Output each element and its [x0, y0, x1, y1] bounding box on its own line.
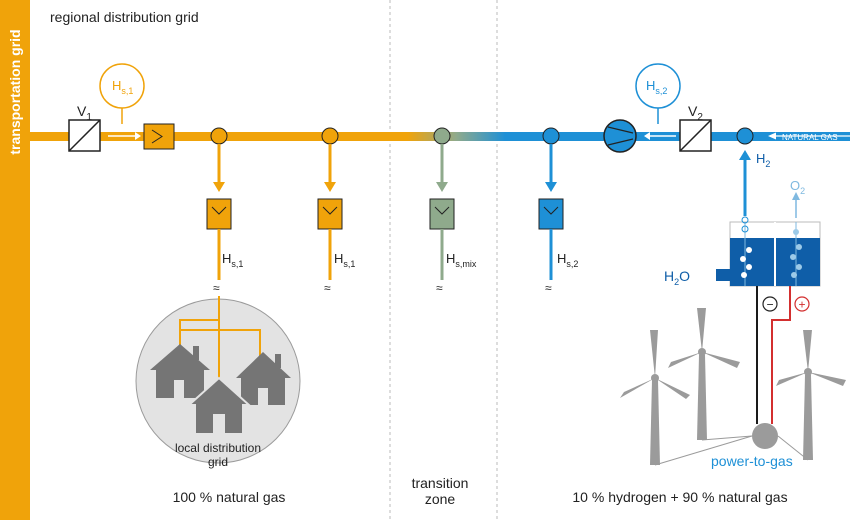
sensor-hs2-label: Hs,2	[646, 78, 667, 96]
local-grid-label-line1: local distribution	[175, 441, 261, 455]
valve-v2-label: V2	[688, 103, 703, 123]
zone-transition-label-line1: transition	[412, 475, 469, 491]
branch-1-wave: ≈	[213, 281, 220, 295]
valve-v1-label: V1	[77, 103, 92, 123]
o2-bubbles	[790, 229, 802, 278]
o2-label: O2	[790, 178, 805, 196]
wind-turbine-middle	[668, 308, 740, 440]
branch-2-label: Hs,1	[334, 251, 355, 269]
terminal-plus	[794, 296, 810, 312]
branch-4-wave: ≈	[545, 281, 552, 295]
branch-1-meter-mark	[211, 206, 227, 215]
branch-3-label: Hs,mix	[446, 251, 477, 269]
terminal-minus	[762, 296, 778, 312]
sensor-hs2-arrowhead	[644, 132, 650, 140]
branch-2-meter-mark	[322, 206, 338, 215]
branch-4-meter-mark	[543, 206, 559, 215]
zone-hydrogen-label: 10 % hydrogen + 90 % natural gas	[572, 489, 787, 505]
zone-transition-label-line2: zone	[425, 491, 456, 507]
diagram-title: regional distribution grid	[50, 9, 199, 25]
natural-gas-inlet-label: NATURAL GAS	[782, 133, 838, 142]
branch-3-wave: ≈	[436, 281, 443, 295]
power-to-gas-label: power-to-gas	[711, 453, 793, 469]
house-windows	[174, 380, 268, 434]
branch-1-arrowhead	[213, 182, 225, 192]
turbine-wiring	[654, 435, 809, 466]
branch-2-wave: ≈	[324, 281, 331, 295]
pipe-node-4	[542, 127, 560, 145]
branch-1-label: Hs,1	[222, 251, 243, 269]
transportation-grid-bar	[0, 0, 30, 520]
sensor-hs1-arrowhead	[135, 132, 141, 140]
pipe-node-1	[210, 127, 228, 145]
natural-gas-inlet-arrowhead	[768, 132, 776, 140]
pipe-node-2	[321, 127, 339, 145]
valve-v2-diagonal	[679, 119, 712, 152]
h2-label: H2	[756, 151, 770, 169]
house-icon	[150, 344, 210, 398]
local-grid-label-line2: grid	[208, 455, 228, 469]
zone-natural-label: 100 % natural gas	[173, 489, 286, 505]
water-inlet	[716, 269, 730, 281]
branch-4-arrowhead	[545, 182, 557, 192]
compressor-blades	[607, 126, 634, 146]
valve-v1-diagonal	[68, 119, 101, 152]
injection-box-arrow	[151, 129, 163, 144]
compressor	[603, 119, 637, 153]
sensor-hs1-label: Hs,1	[112, 78, 133, 96]
pipe-node-3	[433, 127, 451, 145]
wind-turbine-left	[620, 330, 690, 465]
branch-3-meter-mark	[434, 206, 450, 215]
branch-4-label: Hs,2	[557, 251, 578, 269]
power-node	[752, 423, 778, 449]
wind-turbine-right	[776, 330, 846, 460]
h2-bubbles	[740, 216, 752, 278]
house-icon-right	[236, 352, 291, 405]
transportation-grid-label: transportation grid	[7, 29, 23, 154]
branch-3-arrowhead	[436, 182, 448, 192]
terminal-plus-label: +	[798, 298, 805, 312]
branch-2-arrowhead	[324, 182, 336, 192]
o2-arrowhead	[792, 192, 800, 200]
wire-positive	[771, 286, 791, 424]
terminal-minus-label: −	[766, 298, 773, 312]
pipe-node-5	[736, 127, 754, 145]
h2-feed-arrowhead	[739, 150, 751, 160]
water-label: H2O	[664, 268, 690, 287]
injection-box	[143, 123, 175, 150]
